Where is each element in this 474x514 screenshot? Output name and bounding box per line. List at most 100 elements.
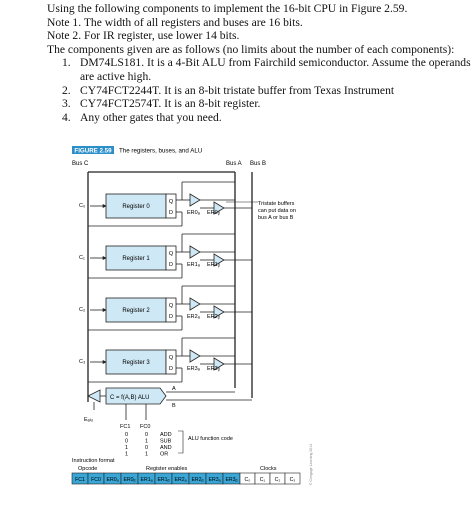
svg-text:1: 1 bbox=[125, 445, 128, 451]
fc-row: 0 0 ADD bbox=[125, 432, 172, 438]
register-block-1: C₁ Register 1 Q D ER1ₐ ER1ᵦ bbox=[79, 233, 252, 279]
svg-text:ER3ᵦ: ER3ᵦ bbox=[225, 477, 237, 483]
svg-text:FC0: FC0 bbox=[91, 477, 101, 483]
problem-statement: Using the following components to implem… bbox=[47, 2, 472, 124]
svg-text:ER0ᵦ: ER0ᵦ bbox=[123, 477, 135, 483]
heading: Using the following components to implem… bbox=[47, 2, 408, 15]
figure-tag: FIGURE 2.59 bbox=[74, 148, 112, 155]
svg-text:ER2ₐ: ER2ₐ bbox=[174, 477, 186, 483]
q-label: Q bbox=[169, 303, 174, 309]
fc-row: 1 1 OR bbox=[125, 452, 168, 458]
alu-input-b: B bbox=[172, 403, 176, 409]
clock-label-2: C₂ bbox=[79, 307, 85, 313]
enable-a-label-0: ER0ₐ bbox=[187, 210, 201, 216]
enable-a-label-3: ER3ₐ bbox=[187, 366, 201, 372]
fc-row: 1 0 AND bbox=[125, 445, 172, 451]
d-label: D bbox=[169, 314, 173, 320]
function-code-label: ALU function code bbox=[188, 436, 233, 442]
svg-text:C₀: C₀ bbox=[245, 477, 251, 483]
component-item: 2.CY74FCT2244T. It is an 8-bit tristate … bbox=[62, 83, 395, 97]
svg-text:ER3ₐ: ER3ₐ bbox=[208, 477, 220, 483]
tristate-buffer-a-0 bbox=[189, 193, 201, 207]
svg-text:0: 0 bbox=[125, 439, 128, 445]
svg-text:1: 1 bbox=[145, 439, 148, 445]
instruction-fields: FC1 FC0 ER0ₐ ER0ᵦ ER1ₐ ER1ᵦ ER2ₐ ER2ᵦ ER… bbox=[71, 472, 301, 485]
alu-input-a: A bbox=[172, 386, 176, 392]
register-block-0: C₀ Register 0 Q D ER0ₐ ER0ᵦ bbox=[79, 181, 252, 227]
register-name-3: Register 3 bbox=[122, 360, 150, 366]
tristate-note-line-2: can put data on bbox=[258, 208, 296, 214]
svg-text:ADD: ADD bbox=[160, 432, 172, 438]
figure-2-59: FIGURE 2.59 The registers, buses, and AL… bbox=[0, 140, 474, 514]
figure-caption: The registers, buses, and ALU bbox=[119, 148, 202, 155]
alu-output-buffer bbox=[87, 389, 101, 403]
fc0-header: FC0 bbox=[140, 424, 150, 430]
components-lead: The components given are as follows (no … bbox=[47, 42, 455, 56]
tristate-buffer-a-3 bbox=[189, 349, 201, 363]
register-0 bbox=[105, 193, 167, 219]
fc-row: 0 1 SUB bbox=[125, 439, 172, 445]
register-name-1: Register 1 bbox=[122, 256, 150, 262]
clock-label-0: C₀ bbox=[79, 203, 85, 209]
tristate-note-line-3: bus A or bus B bbox=[258, 215, 294, 221]
svg-text:0: 0 bbox=[125, 432, 128, 438]
register-enables-label: Register enables bbox=[146, 466, 188, 472]
register-name-2: Register 2 bbox=[122, 308, 150, 314]
field bbox=[284, 472, 301, 485]
component-item: 1.DM74LS181. It is a 4-Bit ALU from Fair… bbox=[62, 56, 471, 83]
svg-text:ER2ᵦ: ER2ᵦ bbox=[191, 477, 203, 483]
enable-b-label-2: ER2ᵦ bbox=[207, 314, 220, 320]
enable-b-label-3: ER3ᵦ bbox=[207, 366, 220, 372]
svg-text:1: 1 bbox=[145, 452, 148, 458]
alu-label: C = f(A,B) ALU bbox=[110, 395, 150, 401]
q-label: Q bbox=[169, 355, 174, 361]
svg-text:C₃: C₃ bbox=[290, 477, 296, 483]
figure-tag-bg bbox=[72, 146, 114, 154]
svg-text:ER1ᵦ: ER1ᵦ bbox=[157, 477, 169, 483]
q-label: Q bbox=[169, 251, 174, 257]
enable-b-label-0: ER0ᵦ bbox=[207, 210, 220, 216]
bus-a-label: Bus A bbox=[226, 161, 242, 167]
svg-text:FC1: FC1 bbox=[75, 477, 85, 483]
register-1 bbox=[105, 245, 167, 271]
instruction-format-title: Instruction format bbox=[72, 458, 115, 464]
d-label: D bbox=[169, 366, 173, 372]
opcode-label: Opcode bbox=[78, 466, 97, 472]
bus-b-label: Bus B bbox=[250, 161, 266, 167]
d-label: D bbox=[169, 262, 173, 268]
register-block-2: C₂ Register 2 Q D ER2ₐ ER2ᵦ bbox=[79, 285, 252, 331]
tristate-note-line-1: Tristate buffers bbox=[258, 201, 295, 207]
alu-enable-label: Eₐₗᵤ bbox=[84, 417, 93, 423]
svg-text:SUB: SUB bbox=[160, 439, 172, 445]
tristate-buffer-a-2 bbox=[189, 297, 201, 311]
svg-text:0: 0 bbox=[145, 445, 148, 451]
register-block-3: C₃ Register 3 Q D ER3ₐ ER3ᵦ bbox=[79, 337, 252, 383]
register-name-0: Register 0 bbox=[122, 204, 150, 210]
fc1-header: FC1 bbox=[120, 424, 130, 430]
alu bbox=[105, 387, 167, 405]
svg-text:AND: AND bbox=[160, 445, 172, 451]
clocks-label: Clocks bbox=[260, 466, 277, 472]
clock-label-3: C₃ bbox=[79, 359, 85, 365]
register-bus-diagram: FIGURE 2.59 The registers, buses, and AL… bbox=[71, 146, 313, 485]
svg-text:0: 0 bbox=[145, 432, 148, 438]
svg-text:1: 1 bbox=[125, 452, 128, 458]
d-label: D bbox=[169, 210, 173, 216]
svg-text:ER1ₐ: ER1ₐ bbox=[140, 477, 152, 483]
clock-label-1: C₁ bbox=[79, 255, 85, 261]
component-list: 1.DM74LS181. It is a 4-Bit ALU from Fair… bbox=[47, 56, 472, 124]
register-3 bbox=[105, 349, 167, 375]
q-label: Q bbox=[169, 199, 174, 205]
component-item: 4.Any other gates that you need. bbox=[62, 110, 222, 124]
svg-text:ER0ₐ: ER0ₐ bbox=[106, 477, 118, 483]
bus-c-label: Bus C bbox=[72, 161, 89, 167]
note-2: Note 2. For IR register, use lower 14 bi… bbox=[47, 29, 240, 43]
tristate-buffer-a-1 bbox=[189, 245, 201, 259]
component-item: 3.CY74FCT2574T. It is an 8-bit register. bbox=[62, 97, 261, 111]
enable-b-label-1: ER1ᵦ bbox=[207, 262, 220, 268]
function-code-bracket bbox=[178, 430, 184, 454]
enable-a-label-1: ER1ₐ bbox=[187, 262, 201, 268]
note-1: Note 1. The width of all registers and b… bbox=[47, 15, 303, 29]
enable-a-label-2: ER2ₐ bbox=[187, 314, 201, 320]
svg-text:OR: OR bbox=[160, 452, 168, 458]
